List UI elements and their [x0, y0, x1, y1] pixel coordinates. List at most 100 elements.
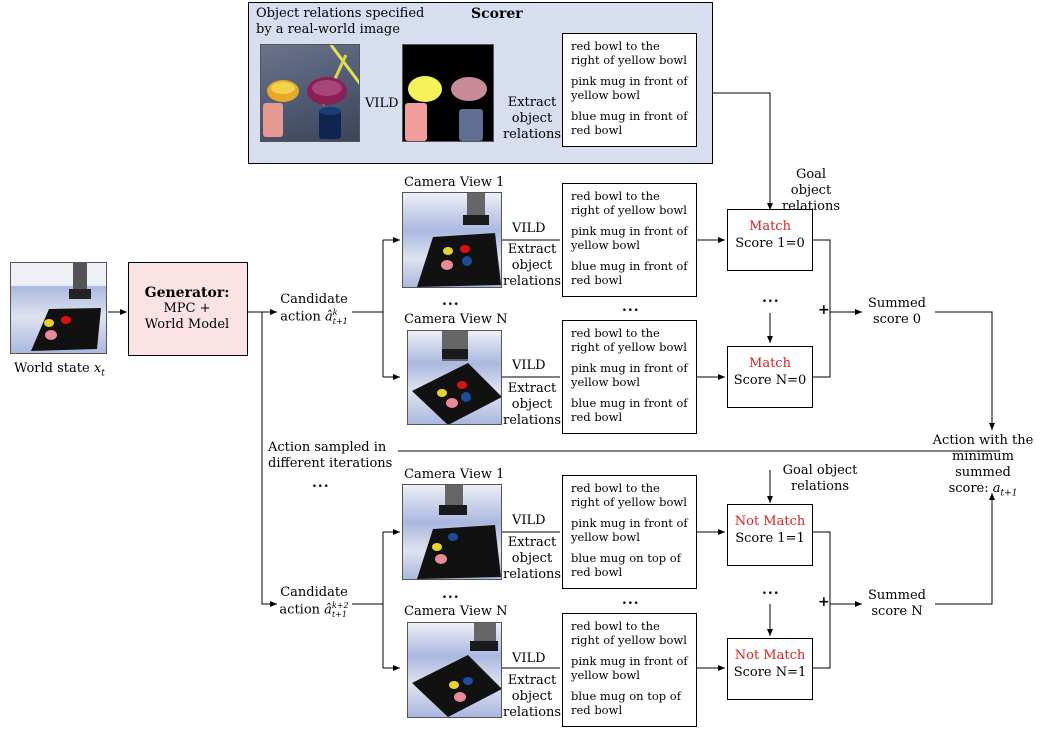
vild-label: VILD	[512, 358, 546, 373]
generator-box	[128, 262, 248, 356]
goal-relations-label-bottom: Goal object relations	[780, 463, 860, 495]
candidate-bottom-superscript: k+2	[331, 601, 349, 610]
extract-label: Extract object relations	[503, 242, 561, 290]
camera-view-n-bottom-image	[407, 622, 502, 718]
extract-line1: Extract	[507, 673, 557, 688]
goal-relations-label-top: Goal object relations	[775, 167, 847, 215]
segmentation-mask-image	[402, 44, 494, 142]
not-match-score: Score 1=1	[735, 531, 805, 546]
candidate-bottom-symbol: â	[324, 602, 332, 618]
ellipsis-views-top: ...	[442, 293, 460, 309]
not-match-label: Not Match	[734, 514, 806, 529]
match-label: Match	[749, 219, 791, 234]
ellipsis-match-bottom: ...	[762, 582, 780, 598]
result-symbol: a	[992, 481, 1001, 496]
ellipsis-iterations: ...	[312, 475, 330, 491]
match-score: Score 1=0	[735, 236, 805, 251]
candidate-bottom-line1: Candidate	[280, 585, 348, 600]
extract-label: Extract object relations	[503, 673, 561, 721]
relations-box-bottom-1: red bowl to the right of yellow bowl pin…	[562, 475, 697, 589]
vild-label: VILD	[512, 651, 546, 666]
relation-item: blue mug on top of red bowl	[571, 689, 681, 717]
summed-bottom-line2: score N	[871, 604, 923, 619]
goal-relations-text: Goal object relations	[781, 167, 841, 214]
vild-label: VILD	[512, 513, 546, 528]
relation-item: blue mug in front of red bowl	[571, 259, 688, 287]
candidate-bottom-line2: action	[279, 602, 321, 618]
extract-line1: Extract	[507, 242, 557, 257]
extract-line2: object	[511, 258, 553, 273]
camera-view-n-bottom-label: Camera View N	[404, 604, 508, 619]
relation-item: pink mug in front of yellow bowl	[571, 654, 688, 682]
extract-line3: relations	[503, 705, 562, 720]
camera-view-1-bottom-image	[402, 484, 502, 580]
action-sampled-line2: different iterations	[268, 456, 393, 471]
sim-scene	[417, 193, 501, 287]
extract-line1: Extract	[507, 95, 557, 110]
segmentation-masks	[405, 76, 487, 141]
match-score: Score N=0	[733, 373, 807, 388]
plus-sign-top: +	[818, 302, 830, 318]
extract-line2: object	[511, 111, 553, 126]
scorer-caption-line1: Object relations specified	[256, 6, 425, 21]
relation-item: pink mug in front of yellow bowl	[571, 224, 688, 252]
relation-item: pink mug in front of yellow bowl	[571, 74, 688, 102]
summed-top-line1: Summed	[868, 296, 926, 311]
scorer-extract-label: Extract object relations	[502, 95, 562, 143]
match-box-top-n: Match Score N=0	[727, 346, 813, 408]
real-world-image	[260, 44, 360, 142]
ellipsis-relations-top: ...	[622, 299, 640, 315]
world-state-subscript: t	[101, 368, 105, 379]
world-state-symbol: x	[93, 361, 102, 376]
sim-scene	[417, 485, 501, 579]
camera-view-n-top-label: Camera View N	[404, 312, 508, 327]
relation-item: red bowl to the right of yellow bowl	[571, 189, 687, 217]
candidate-bottom-subscript: t+1	[331, 610, 347, 619]
world-state-image	[10, 262, 107, 354]
not-match-box-bottom-n: Not Match Score N=1	[727, 638, 813, 700]
result-line2: minimum summed	[951, 449, 1015, 480]
result-label: Action with the minimum summed score: at…	[924, 433, 1042, 502]
extract-line2: object	[511, 689, 553, 704]
result-subscript: t+1	[1000, 488, 1018, 499]
not-match-label: Not Match	[734, 648, 806, 663]
candidate-top-line1: Candidate	[280, 292, 348, 307]
action-sampled-label: Action sampled in different iterations	[268, 440, 392, 472]
summed-bottom-line1: Summed	[868, 588, 926, 603]
scorer-relations-box: red bowl to the right of yellow bowl pin…	[562, 33, 697, 147]
candidate-top-symbol: â	[324, 309, 333, 325]
generator-line3: World Model	[144, 317, 230, 332]
extract-line3: relations	[503, 413, 562, 428]
sim-scene	[412, 331, 501, 424]
scorer-vild-label: VILD	[365, 96, 399, 111]
camera-view-1-bottom-label: Camera View 1	[404, 467, 505, 482]
relations-box-top-1: red bowl to the right of yellow bowl pin…	[562, 183, 697, 297]
result-line3: score:	[948, 481, 989, 496]
relations-box-bottom-n: red bowl to the right of yellow bowl pin…	[562, 613, 697, 727]
goal-relations-arrow-top	[697, 92, 773, 210]
relation-item: red bowl to the right of yellow bowl	[571, 39, 687, 67]
extract-label: Extract object relations	[503, 535, 561, 583]
extract-line2: object	[511, 397, 553, 412]
relation-item: pink mug in front of yellow bowl	[571, 516, 688, 544]
match-label: Match	[749, 356, 791, 371]
candidate-top-superscript: k	[332, 308, 338, 317]
extract-line3: relations	[502, 127, 562, 142]
ellipsis-match-top: ...	[762, 290, 780, 306]
match-box-top-1: Match Score 1=0	[727, 209, 813, 271]
sim-scene	[412, 623, 501, 717]
candidate-top-subscript: t+1	[332, 317, 348, 326]
extract-line1: Extract	[507, 381, 557, 396]
world-state-text: World state	[14, 361, 90, 376]
not-match-box-bottom-1: Not Match Score 1=1	[727, 504, 813, 566]
scorer-caption-line2: by a real-world image	[256, 22, 400, 37]
relation-item: red bowl to the right of yellow bowl	[571, 619, 687, 647]
plus-sign-bottom: +	[818, 594, 830, 610]
generator-line2: MPC +	[163, 301, 211, 316]
not-match-score: Score N=1	[733, 665, 807, 680]
relations-box-top-n: red bowl to the right of yellow bowl pin…	[562, 320, 697, 434]
relation-item: pink mug in front of yellow bowl	[571, 361, 688, 389]
